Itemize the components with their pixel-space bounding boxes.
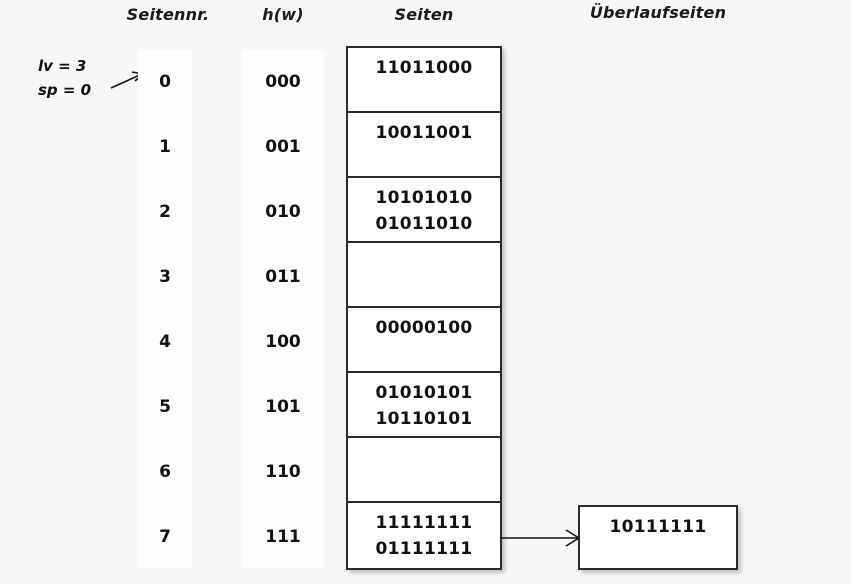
hw-cell: 000 — [265, 72, 301, 92]
hw-cell: 111 — [265, 527, 301, 547]
column-header-ueberlaufseiten: Überlaufseiten — [589, 3, 727, 22]
seitennr-cell: 7 — [159, 527, 171, 547]
record-value: 10110101 — [375, 409, 473, 429]
record-value: 10011001 — [375, 123, 473, 143]
column-header-hw: h(w) — [262, 5, 304, 24]
page-row: 10011001 — [348, 113, 500, 178]
page-row: 00000100 — [348, 308, 500, 373]
column-strip-hw — [242, 50, 324, 568]
seitennr-cell: 1 — [159, 137, 171, 157]
hw-cell: 010 — [265, 202, 301, 222]
page-row — [348, 438, 500, 503]
page-row: 11011000 — [348, 48, 500, 113]
hw-cell: 001 — [265, 137, 301, 157]
seitennr-cell: 4 — [159, 332, 171, 352]
annotation-sp: sp = 0 — [38, 81, 92, 99]
page-row: 01010101 10110101 — [348, 373, 500, 438]
hw-cell: 011 — [265, 267, 301, 287]
annotation-lv: lv = 3 — [38, 57, 87, 75]
seitennr-cell: 0 — [159, 72, 171, 92]
record-value: 10111111 — [609, 517, 707, 537]
record-value: 00000100 — [375, 318, 473, 338]
overflow-page-box: 10111111 — [578, 505, 738, 570]
hw-cell: 100 — [265, 332, 301, 352]
page-row — [348, 243, 500, 308]
record-value: 01011010 — [375, 214, 473, 234]
hw-cell: 110 — [265, 462, 301, 482]
record-value: 01111111 — [375, 539, 473, 559]
record-value: 11011000 — [375, 58, 473, 78]
page-row: 10101010 01011010 — [348, 178, 500, 243]
overflow-link-arrow-icon — [500, 529, 581, 547]
column-strip-seitennr — [138, 50, 192, 568]
seitennr-cell: 3 — [159, 267, 171, 287]
record-value: 11111111 — [375, 513, 473, 533]
lv-sp-annotation: lv = 3 sp = 0 — [38, 54, 91, 102]
seitennr-cell: 6 — [159, 462, 171, 482]
record-value: 10101010 — [375, 188, 473, 208]
pages-table: 11011000 10011001 10101010 01011010 0000… — [346, 46, 502, 570]
hw-cell: 101 — [265, 397, 301, 417]
column-header-seitennr: Seitennr. — [126, 5, 210, 24]
column-header-seiten: Seiten — [394, 5, 454, 24]
record-value: 01010101 — [375, 383, 473, 403]
seitennr-cell: 5 — [159, 397, 171, 417]
page-row: 11111111 01111111 — [348, 503, 500, 568]
seitennr-cell: 2 — [159, 202, 171, 222]
